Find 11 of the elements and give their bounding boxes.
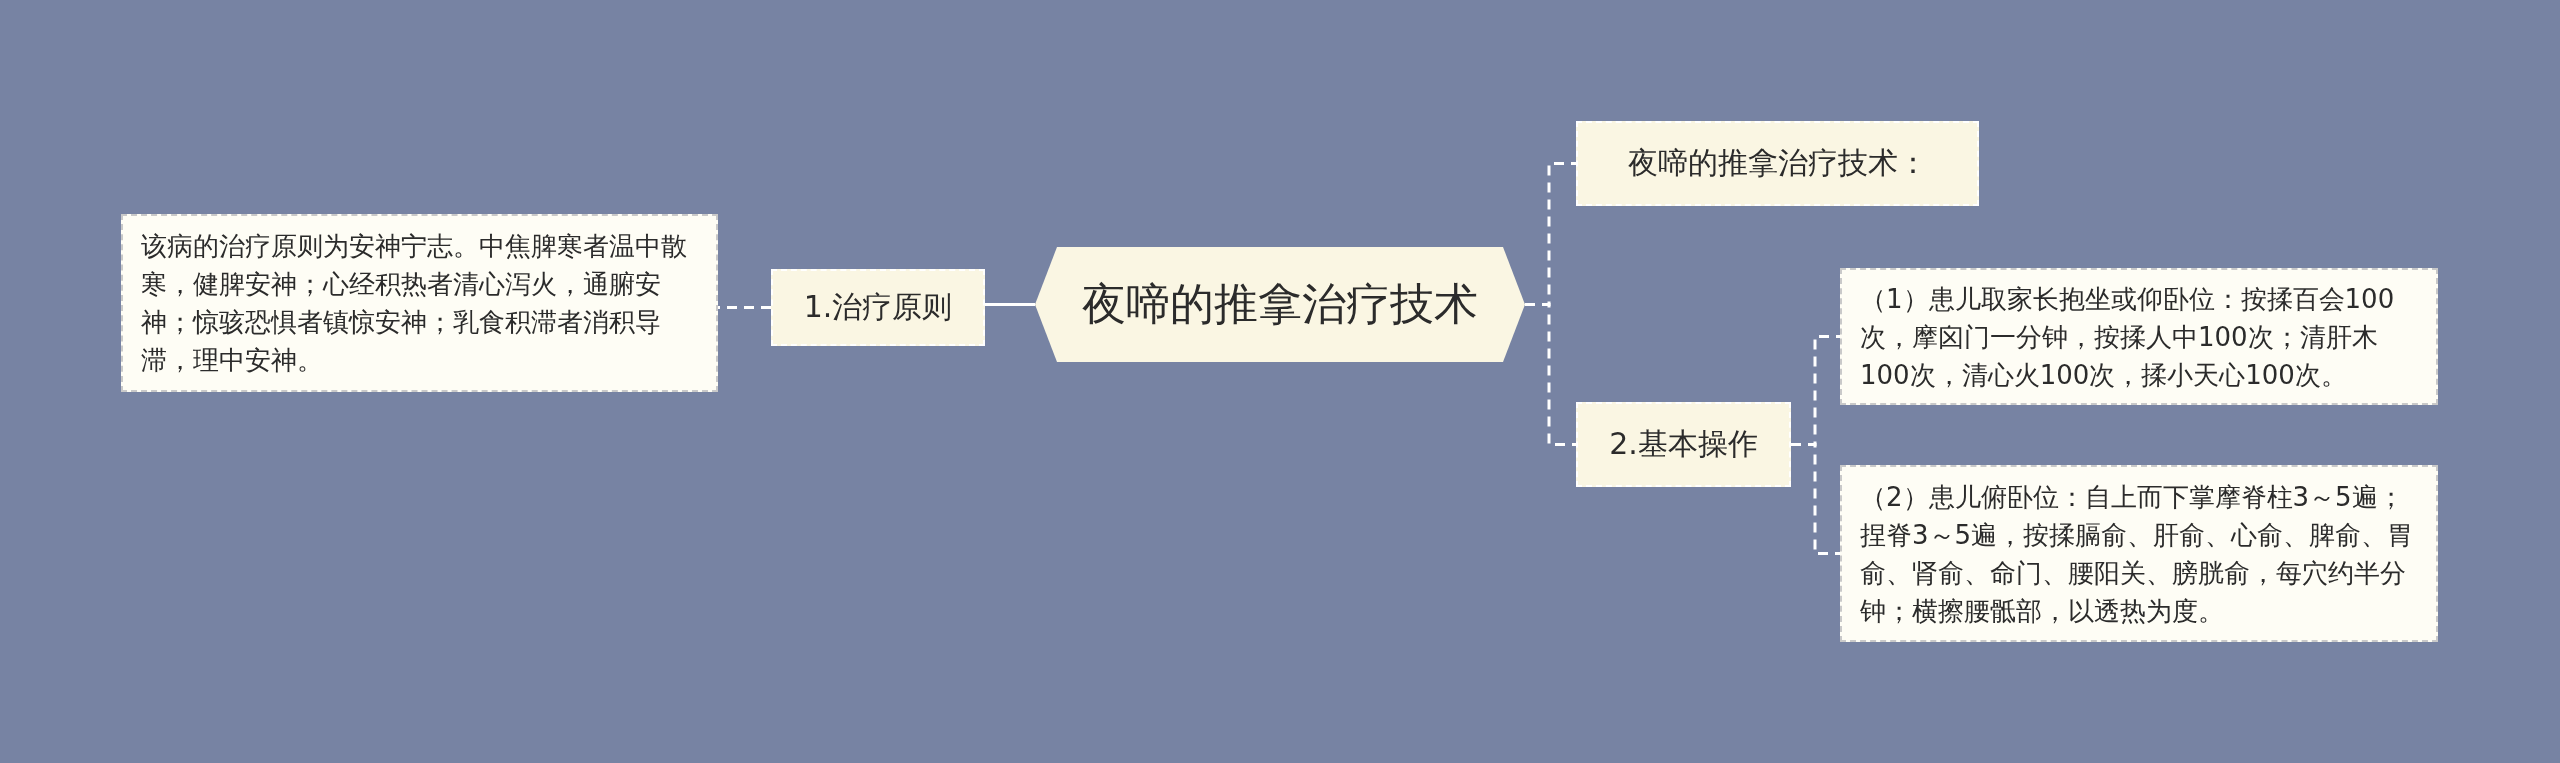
connector-line (1791, 443, 1840, 555)
connector-line (718, 306, 771, 309)
text-box: 该病的治疗原则为安神宁志。中焦脾寒者温中散寒，健脾安神；心经积热者清心泻火，通腑安神；惊骇恐惧者镇惊安神；乳食积滞者消积导滞，理中安神。 (121, 214, 718, 392)
topic-box: 夜啼的推拿治疗技术： (1576, 121, 1979, 206)
topic-box: 1.治疗原则 (771, 269, 985, 346)
text-box: （1）患儿取家长抱坐或仰卧位：按揉百会100次，摩囟门一分钟，按揉人中100次；清肝木100次，清心火100次，揉小天心100次。 (1840, 268, 2438, 405)
connector-line (985, 303, 1035, 306)
connector-line (1525, 303, 1576, 446)
text-box: （2）患儿俯卧位：自上而下掌摩脊柱3～5遍；捏脊3～5遍，按揉膈俞、肝俞、心俞、脾俞、胃俞、肾俞、命门、腰阳关、膀胱俞，每穴约半分钟；横擦腰骶部，以透热为度。 (1840, 465, 2438, 642)
topic-box: 2.基本操作 (1576, 402, 1791, 487)
title-hexagon: 夜啼的推拿治疗技术 (1035, 247, 1525, 362)
